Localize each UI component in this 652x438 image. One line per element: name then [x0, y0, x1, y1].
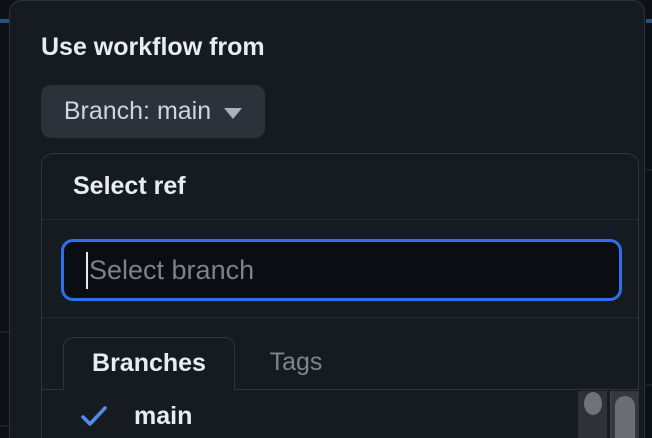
ref-search-section	[42, 220, 638, 318]
branch-button-label: Branch: main	[63, 97, 212, 125]
ref-tabs: Branches Tags	[42, 319, 638, 390]
branch-name-label: main	[134, 401, 193, 430]
text-cursor	[86, 252, 88, 289]
use-workflow-from-heading: Use workflow from	[41, 33, 265, 61]
list-scrollbar-thumb[interactable]	[584, 392, 602, 415]
branch-list: main	[42, 390, 638, 438]
background-accent-line	[646, 19, 652, 23]
tab-tags[interactable]: Tags	[269, 348, 323, 376]
background-divider	[646, 169, 652, 171]
background-divider	[0, 425, 9, 427]
run-workflow-dropdown: Use workflow from Branch: main Select re…	[9, 0, 645, 438]
panel-scrollbar[interactable]	[610, 391, 638, 438]
caret-down-icon	[224, 107, 243, 119]
ref-panel-title: Select ref	[73, 172, 186, 200]
ref-selector-panel: Select ref Branches Tags main	[41, 153, 639, 438]
background-divider	[646, 384, 652, 386]
ref-panel-header: Select ref	[42, 154, 638, 220]
select-branch-input[interactable]	[61, 239, 622, 301]
list-item-main[interactable]: main	[42, 390, 638, 438]
panel-scrollbar-thumb[interactable]	[615, 396, 635, 438]
tab-branches[interactable]: Branches	[63, 337, 235, 390]
background-accent-line	[0, 19, 9, 23]
check-icon	[81, 406, 107, 426]
branch-selector-button[interactable]: Branch: main	[41, 85, 265, 138]
background-divider	[0, 331, 9, 333]
list-scrollbar[interactable]	[578, 391, 607, 438]
scrollbar-divider	[607, 391, 611, 438]
